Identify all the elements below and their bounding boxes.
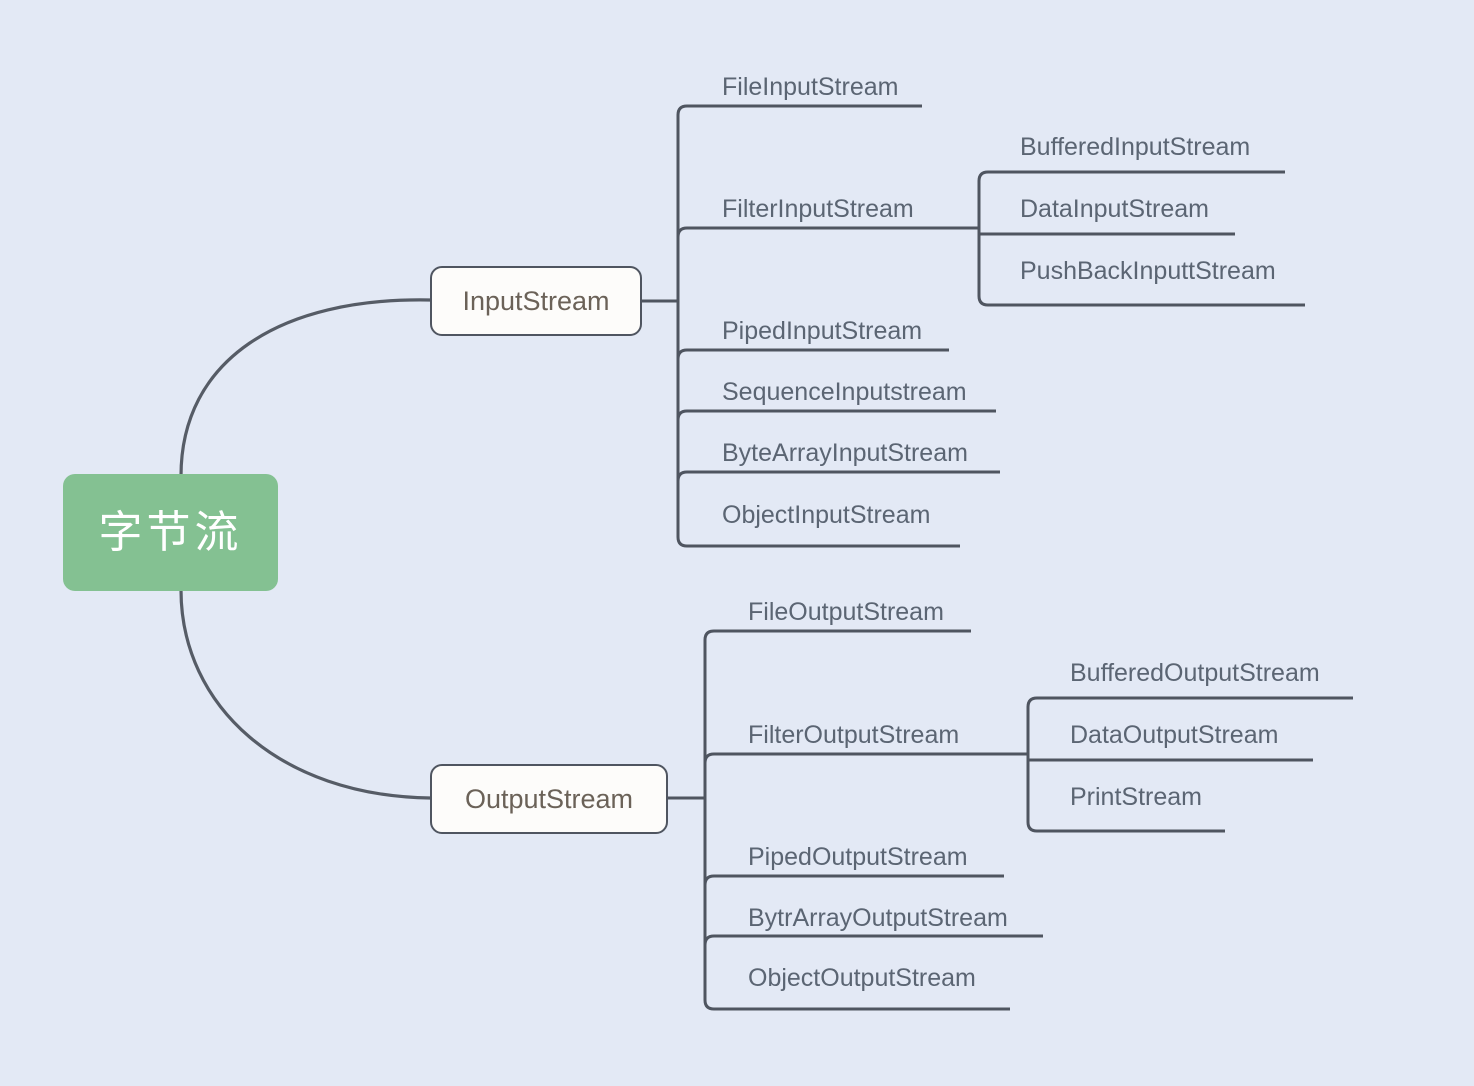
leaf-label: BufferedInputStream: [1020, 133, 1251, 161]
leaf-node-printstream[interactable]: PrintStream: [1060, 785, 1202, 820]
root-node-label: 字节流: [98, 506, 243, 558]
leaf-node-pipedinputstream[interactable]: PipedInputStream: [712, 319, 922, 354]
leaf-node-bufferedoutputstream[interactable]: BufferedOutputStream: [1060, 661, 1320, 696]
leaf-label: PipedInputStream: [722, 317, 923, 345]
leaf-label: BufferedOutputStream: [1070, 659, 1320, 687]
leaf-label: FilterOutputStream: [748, 721, 960, 749]
branch-node-inputstream[interactable]: InputStream: [430, 266, 642, 336]
leaf-label: FilterInputStream: [722, 195, 914, 223]
leaf-node-dataoutputstream[interactable]: DataOutputStream: [1060, 723, 1278, 758]
leaf-label: BytrArrayOutputStream: [748, 904, 1008, 932]
leaf-label: ObjectOutputStream: [748, 964, 976, 992]
leaf-node-objectinputstream[interactable]: ObjectInputStream: [712, 503, 930, 538]
leaf-label: PipedOutputStream: [748, 843, 968, 871]
leaf-label: DataInputStream: [1020, 195, 1209, 223]
leaf-node-datainputstream[interactable]: DataInputStream: [1010, 197, 1209, 232]
leaf-node-filteroutputstream[interactable]: FilterOutputStream: [738, 723, 959, 758]
leaf-label: FileOutputStream: [748, 598, 944, 626]
branch-node-inputstream-label: InputStream: [462, 285, 610, 316]
leaf-node-sequenceinputstream[interactable]: SequenceInputstream: [712, 380, 967, 415]
leaf-label: ObjectInputStream: [722, 501, 931, 529]
leaf-node-bytearrayinputstream[interactable]: ByteArrayInputStream: [712, 441, 968, 476]
leaf-label: SequenceInputstream: [722, 378, 967, 406]
leaf-node-fileinputstream[interactable]: FileInputStream: [712, 75, 898, 110]
leaf-node-pipedoutputstream[interactable]: PipedOutputStream: [738, 845, 968, 880]
leaf-node-bufferedinputstream[interactable]: BufferedInputStream: [1010, 135, 1250, 170]
leaf-label: DataOutputStream: [1070, 721, 1279, 749]
branch-node-outputstream-label: OutputStream: [464, 783, 634, 814]
leaf-node-filterinputstream[interactable]: FilterInputStream: [712, 197, 914, 232]
leaf-node-bytrarrayoutputstream[interactable]: BytrArrayOutputStream: [738, 906, 1008, 941]
root-node[interactable]: 字节流: [63, 474, 278, 591]
leaf-node-objectoutputstream[interactable]: ObjectOutputStream: [738, 966, 976, 1001]
leaf-label: PushBackInputtStream: [1020, 257, 1276, 285]
leaf-label: FileInputStream: [722, 73, 899, 101]
leaf-label: ByteArrayInputStream: [722, 439, 968, 467]
leaf-label: PrintStream: [1070, 783, 1202, 811]
leaf-node-fileoutputstream[interactable]: FileOutputStream: [738, 600, 944, 635]
leaf-node-pushbackinputtstream[interactable]: PushBackInputtStream: [1010, 259, 1276, 294]
branch-node-outputstream[interactable]: OutputStream: [430, 764, 668, 834]
